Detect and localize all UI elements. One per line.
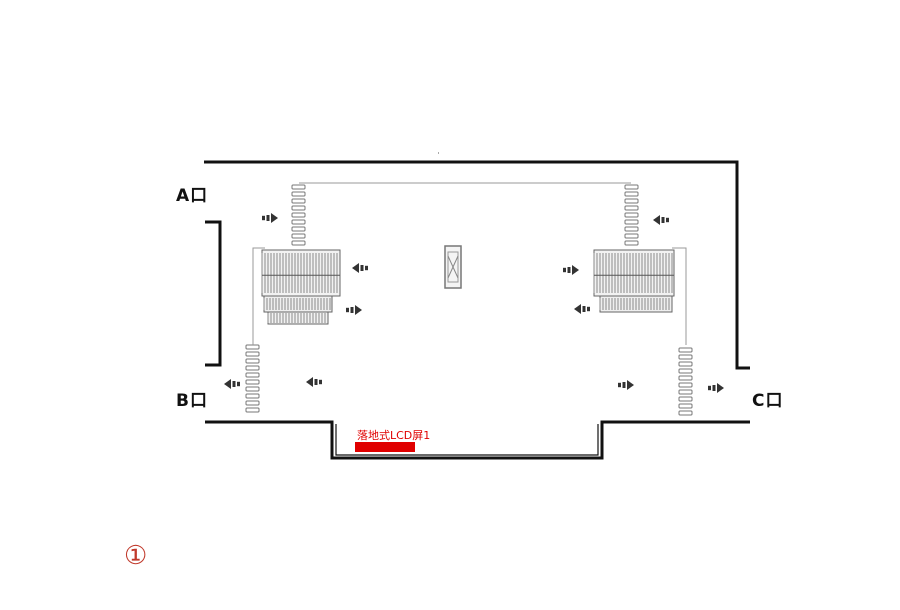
stair-step (291, 198, 306, 204)
arrow-left-icon (224, 379, 240, 389)
stair-step (678, 368, 693, 374)
stair-step (245, 358, 260, 364)
stair-step (245, 393, 260, 399)
panel-number: ① (124, 541, 148, 571)
stair-step (678, 396, 693, 402)
stair-step (678, 347, 693, 353)
stairs-icon (624, 184, 639, 246)
stair-step (624, 219, 639, 225)
arrow-right-icon (346, 305, 362, 315)
exit-b-label: B口 (176, 391, 208, 411)
stair-step (624, 191, 639, 197)
arrow-right-icon (262, 213, 278, 223)
stair-step (245, 351, 260, 357)
arrow-left-icon (574, 304, 590, 314)
stair-step (678, 382, 693, 388)
stair-step (291, 240, 306, 246)
stair-step (624, 226, 639, 232)
escalator-icon (261, 249, 341, 325)
lcd-screen-marker (355, 442, 415, 452)
stair-step (624, 212, 639, 218)
top-wall (204, 160, 750, 370)
stair-step (678, 361, 693, 367)
stair-step (291, 191, 306, 197)
stairs-icon (678, 347, 693, 416)
stairs-icon (291, 184, 306, 246)
stair-step (624, 198, 639, 204)
stair-step (678, 354, 693, 360)
stairs-icon (245, 344, 260, 413)
stair-step (291, 219, 306, 225)
stair-step (291, 233, 306, 239)
arrow-right-icon (618, 380, 634, 390)
stair-step (678, 410, 693, 416)
exit-c-label: C口 (752, 391, 784, 411)
stair-step (291, 226, 306, 232)
left-bracket-wall (205, 220, 222, 367)
stair-step (678, 375, 693, 381)
stair-step (624, 233, 639, 239)
stair-step (245, 344, 260, 350)
exit-a-label: A口 (176, 186, 209, 206)
stair-step (245, 365, 260, 371)
stair-step (291, 184, 306, 190)
arrow-left-icon (653, 215, 669, 225)
escalator-icon (593, 249, 675, 313)
stair-step (245, 372, 260, 378)
elevator-icon (444, 245, 462, 289)
lcd-screen-label: 落地式LCD屏1 (357, 429, 431, 442)
walls (204, 160, 750, 460)
stair-step (624, 240, 639, 246)
stair-step (624, 205, 639, 211)
stair-step (678, 389, 693, 395)
arrow-right-icon (563, 265, 579, 275)
stair-step (245, 379, 260, 385)
bottom-wall (205, 420, 750, 460)
stair-step (678, 403, 693, 409)
arrow-left-icon (306, 377, 322, 387)
arrow-right-icon (708, 383, 724, 393)
stair-step (245, 400, 260, 406)
stair-step (245, 407, 260, 413)
arrow-left-icon (352, 263, 368, 273)
stair-step (291, 205, 306, 211)
stair-step (291, 212, 306, 218)
stair-step (245, 386, 260, 392)
stair-step (624, 184, 639, 190)
